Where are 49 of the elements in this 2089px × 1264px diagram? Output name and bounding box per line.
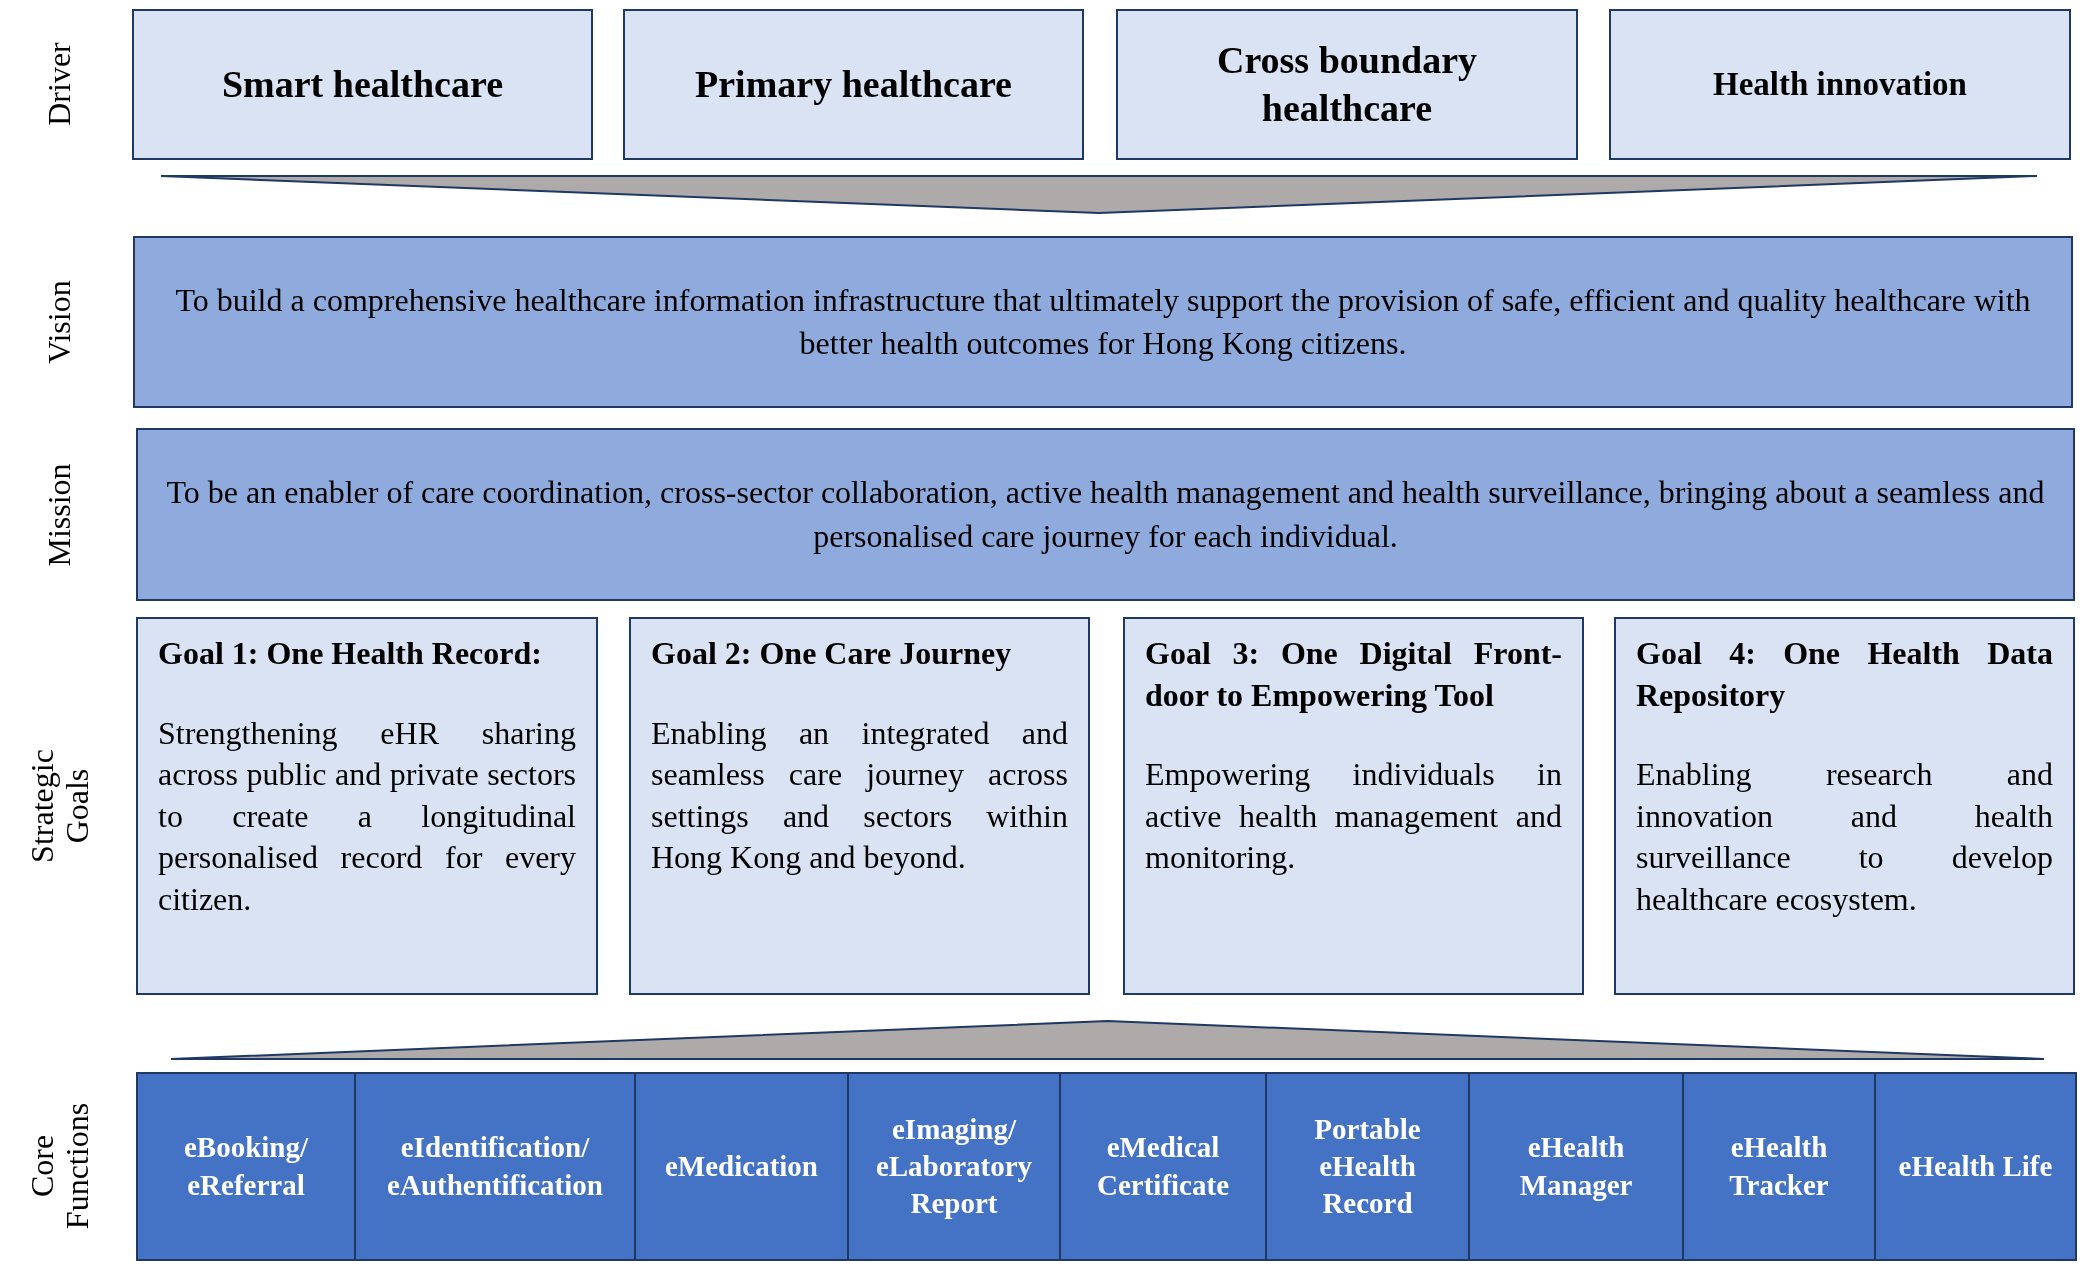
function-label: eHealth Manager (1518, 1130, 1634, 1203)
function-box (354, 1072, 636, 1261)
driver-box (623, 9, 1084, 160)
goal-box (1123, 617, 1584, 995)
driver-box (1116, 9, 1578, 160)
row-label: Vision (42, 280, 78, 364)
goal-heading: Goal 3: One Digital Front-door to Empowering Tool (1145, 634, 1562, 715)
function-box (1059, 1072, 1267, 1261)
function-label: eIdentification/ eAuthentification (386, 1130, 604, 1203)
row-label: Core Functions (24, 1101, 96, 1232)
function-box (1468, 1072, 1684, 1261)
goal-description: Strengthening eHR sharing across public and private sectors to create a longitudinal personalised record for every citizen. (158, 713, 576, 919)
driver-label: Primary healthcare (695, 61, 1012, 107)
function-label: eHealth Tracker (1728, 1130, 1830, 1203)
goal-box (629, 617, 1090, 995)
function-label: eHealth Life (1898, 1148, 2053, 1184)
driver-box (1609, 9, 2071, 160)
goal-box (1614, 617, 2075, 995)
driver-label: Cross boundary healthcare (1215, 38, 1479, 131)
driver-box (132, 9, 593, 160)
statement-box (133, 236, 2073, 408)
row-label: Driver (42, 42, 78, 126)
goal-description: Enabling an integrated and seamless care journey across settings and sectors within Hong Kong and beyond. (651, 713, 1068, 878)
goal-heading: Goal 4: One Health Data Repository (1636, 634, 2053, 715)
function-box (1874, 1072, 2077, 1261)
function-box (1265, 1072, 1470, 1261)
driver-label: Smart healthcare (221, 61, 504, 107)
driver-label: Health innovation (1713, 64, 1967, 104)
goal-description: Enabling research and innovation and health surveillance to develop healthcare ecosystem. (1636, 755, 2053, 919)
goal-box (136, 617, 598, 995)
row-label: Strategic Goals (24, 748, 96, 865)
funnel-triangle (160, 175, 2038, 214)
funnel-triangle (170, 1020, 2045, 1060)
goal-heading: Goal 1: One Health Record: (158, 634, 543, 673)
function-label: eMedication (665, 1148, 818, 1184)
function-label: Portable eHealth Record (1313, 1111, 1422, 1222)
statement-box (136, 428, 2075, 601)
function-box (847, 1072, 1061, 1261)
function-label: eBooking/ eReferral (182, 1130, 310, 1203)
goal-description: Empowering individuals in active health management and monitoring. (1145, 755, 1562, 878)
goal-heading: Goal 2: One Care Journey (651, 634, 1013, 673)
statement-text: To be an enabler of care coordination, cross-sector collaboration, active health management and health surveillance, bringing about a seamless and personalised care journey for each individual. (165, 473, 2046, 556)
function-box (1682, 1072, 1876, 1261)
row-label: Mission (42, 463, 78, 567)
statement-text: To build a comprehensive healthcare information infrastructure that ultimately support the provision of safe, efficient and quality healthcare with better health outcomes for Hong Kong citizens. (174, 280, 2032, 363)
function-box (634, 1072, 849, 1261)
function-label: eMedical Certificate (1096, 1130, 1230, 1203)
function-box (136, 1072, 356, 1261)
function-label: eImaging/ eLaboratory Report (874, 1111, 1034, 1222)
